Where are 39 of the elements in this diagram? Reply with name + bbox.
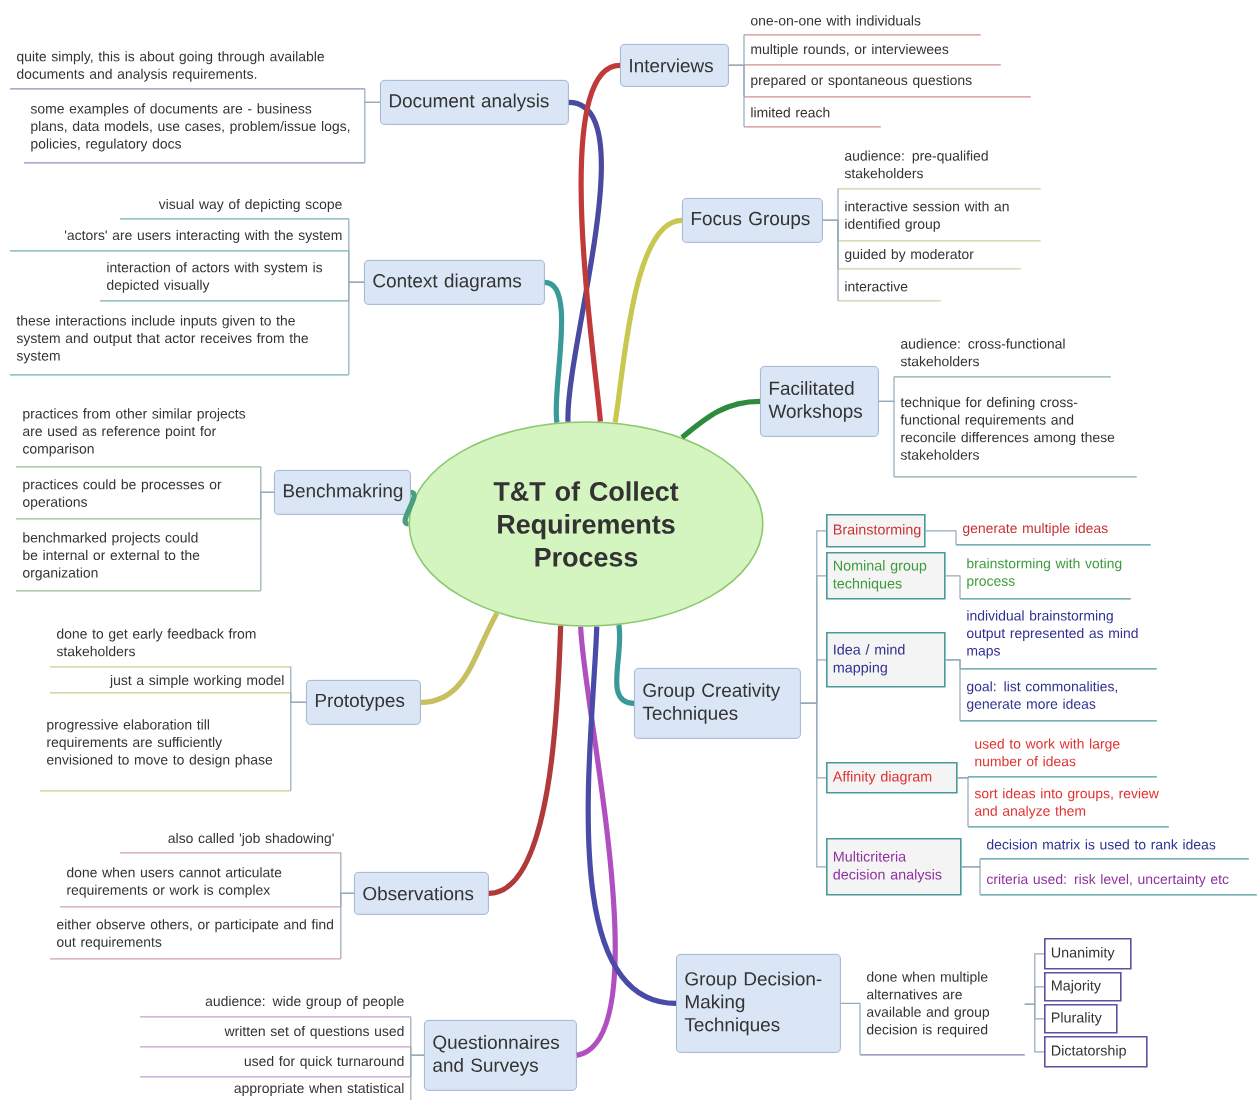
branch-connector (565, 99, 604, 422)
branch-connector (420, 611, 500, 705)
bracket-connector (290, 701, 307, 792)
branch-connector (585, 626, 677, 1006)
branch-connector (614, 624, 635, 706)
bracket-connector (340, 892, 355, 960)
topic-box: Group Decision-Making Techniques (676, 954, 841, 1053)
topic-box: Group Creativity Techniques (634, 668, 801, 739)
branch-connector (612, 217, 683, 423)
bracket-connector (945, 575, 961, 600)
bracket-connector (800, 702, 827, 868)
branch-connector (575, 626, 618, 1058)
branch-connector (488, 625, 564, 896)
bracket-connector (1024, 1003, 1045, 1053)
topic-box: Observations (354, 872, 489, 915)
topic-box: Interviews (620, 44, 729, 87)
topic-box: Document analysis (380, 80, 569, 125)
bracket-connector (961, 866, 981, 896)
bracket-connector (878, 400, 895, 478)
topic-box: Focus Groups (682, 198, 823, 243)
topic-box: Facilitated Workshops (760, 366, 879, 437)
bracket-connector (348, 281, 365, 376)
branch-connector (578, 62, 621, 422)
bracket-connector (260, 491, 275, 592)
bracket-connector (840, 1002, 861, 1056)
bracket-connector (410, 1054, 425, 1100)
bracket-connector (925, 530, 957, 546)
bracket-connector (822, 219, 839, 302)
branch-connector (544, 279, 565, 423)
topic-box: Prototypes (306, 680, 421, 725)
bracket-connector (945, 659, 961, 722)
topic-box: Context diagrams (364, 260, 545, 305)
topic-box: Questionnaires and Surveys (424, 1020, 577, 1091)
bracket-connector (728, 64, 745, 128)
bracket-connector (364, 101, 381, 164)
branch-connector (680, 398, 761, 440)
topic-box: Benchmakring (274, 470, 411, 515)
branch-connector (402, 490, 417, 527)
bracket-connector (957, 777, 969, 828)
